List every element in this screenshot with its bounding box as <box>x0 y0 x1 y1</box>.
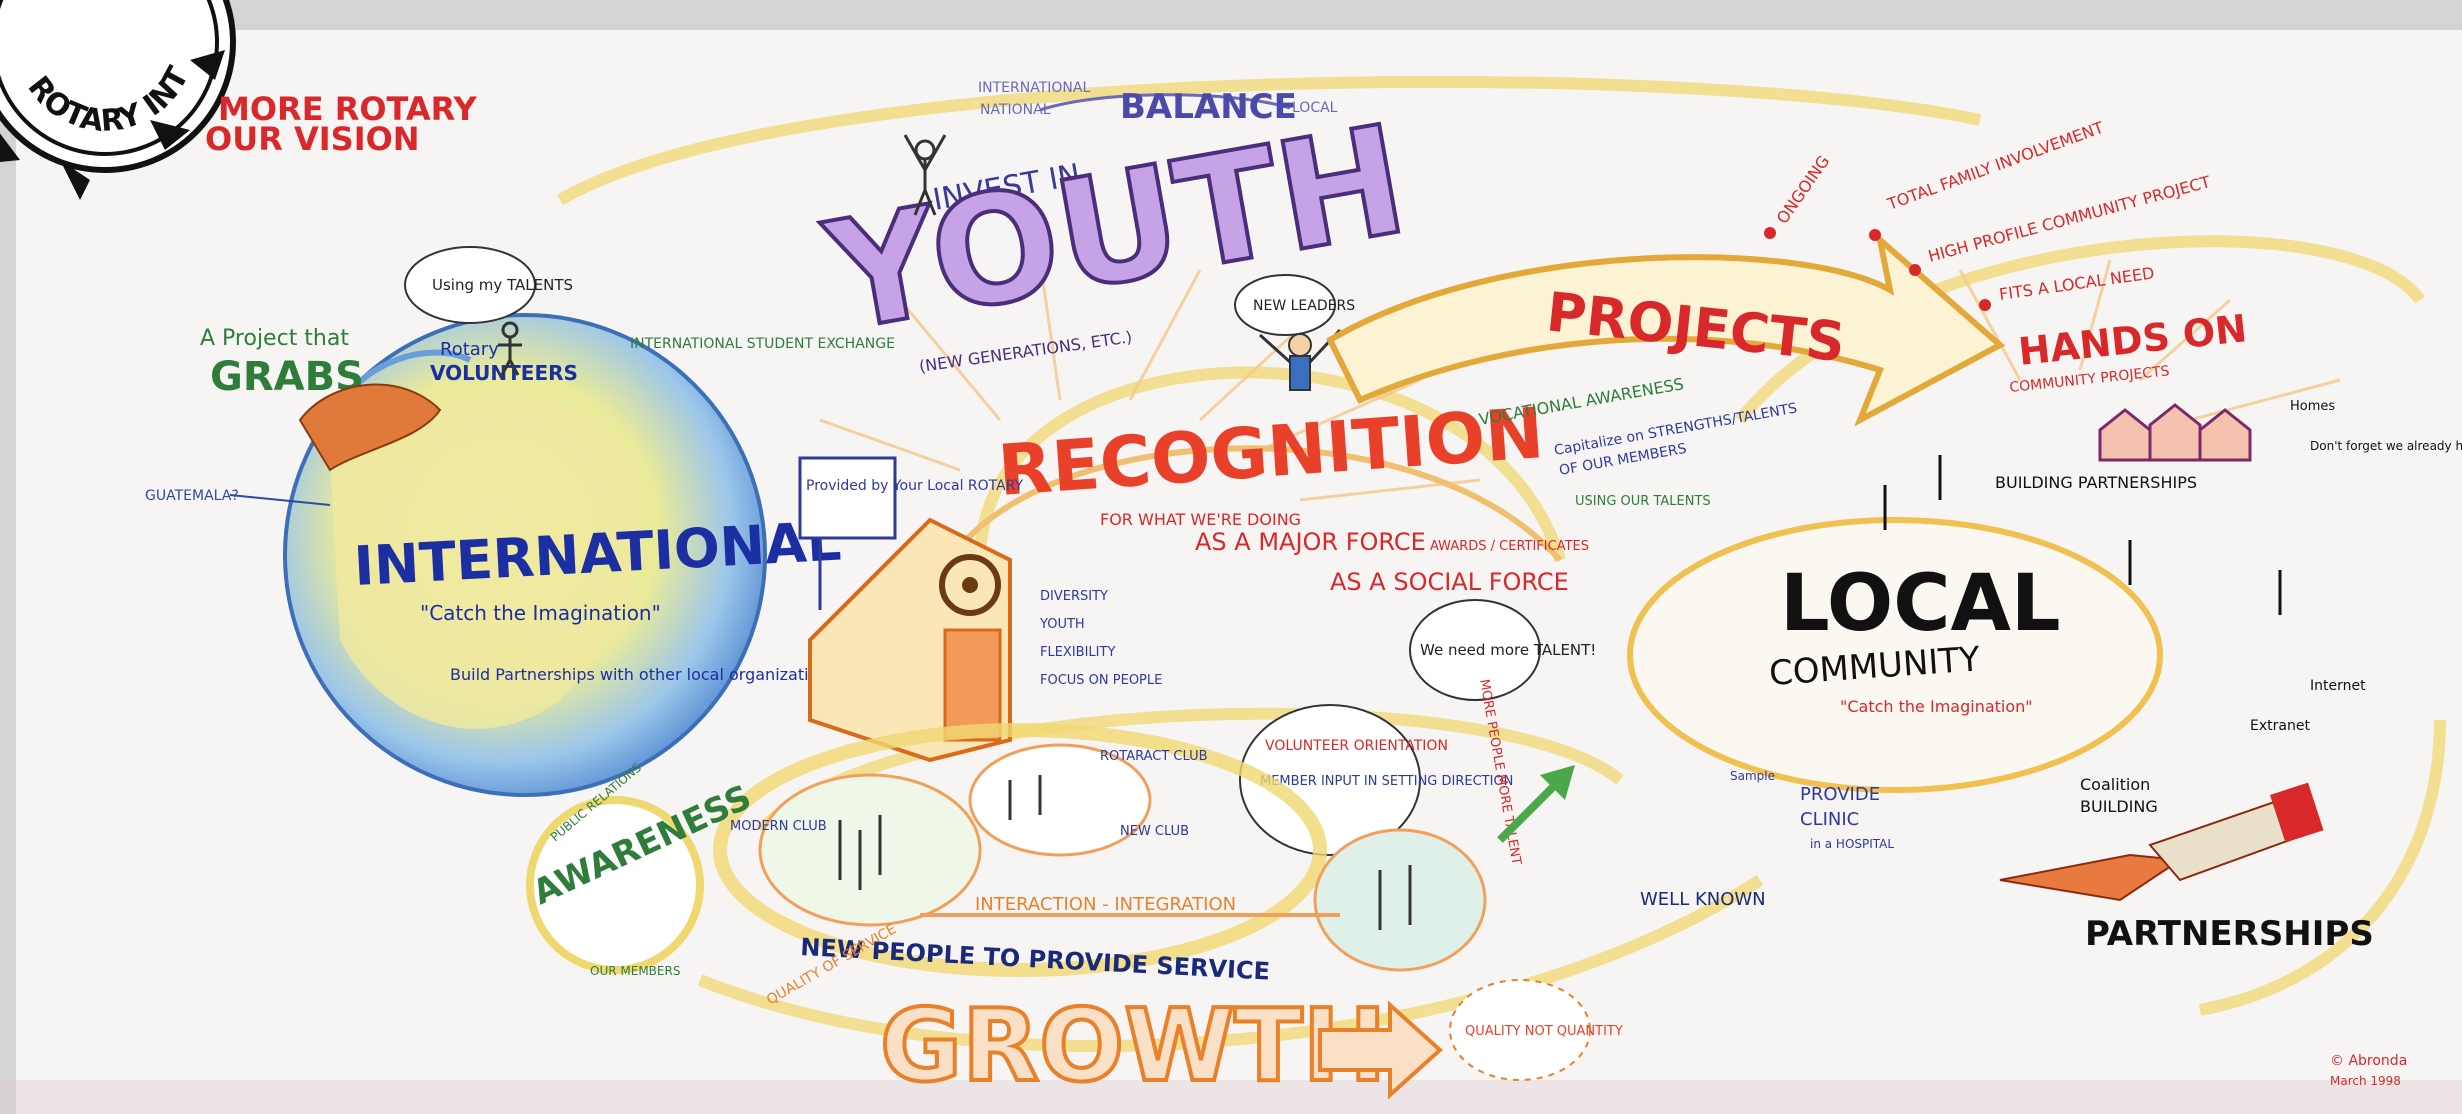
modern-club-label: MODERN CLUB <box>730 819 827 834</box>
rotaract-club-label: ROTARACT CLUB <box>1100 749 1208 764</box>
recognition-list-3: FOCUS ON PEOPLE <box>1040 673 1162 688</box>
new-leaders-text: NEW LEADERS <box>1253 298 1355 314</box>
interaction-label: INTERACTION - INTEGRATION <box>975 894 1236 915</box>
new-club-label: NEW CLUB <box>1120 824 1189 839</box>
club-figures-icon <box>838 775 1412 930</box>
partnerships-group: PARTNERSHIPS <box>1999 782 2374 954</box>
header-line1: MORE ROTARY <box>218 90 478 128</box>
clinic-line3: in a HOSPITAL <box>1810 837 1894 851</box>
paper-shadow <box>0 1080 2462 1114</box>
growth-title: GROWTH <box>880 987 1386 1104</box>
clinic-line1: PROVIDE <box>1800 784 1880 805</box>
rotary-sign-text: Provided by Your Local ROTARY <box>806 478 1024 494</box>
rotary-wheel-icon <box>939 554 1001 616</box>
local-title1: LOCAL <box>1780 559 2061 649</box>
building-partnerships: BUILDING PARTNERSHIPS <box>1995 473 2197 492</box>
rotary-sign <box>798 456 897 540</box>
rotaract-club-circle <box>968 743 1152 857</box>
local-community-ellipse <box>1627 517 2163 793</box>
recognition-list-0: DIVERSITY <box>1040 589 1108 604</box>
community-figures-icon <box>1883 455 2282 615</box>
quality-bubble <box>1449 979 1591 1081</box>
grabs-line1: A Project that <box>200 326 349 351</box>
houses-icon <box>2098 403 2252 462</box>
local-note: Don't forget we already have some other … <box>2310 439 2462 453</box>
balance-intl: INTERNATIONAL <box>978 80 1090 96</box>
homes-label: Homes <box>2290 399 2335 414</box>
recognition-list-1: YOUTH <box>1039 617 1085 632</box>
sunburst-lines <box>819 259 2341 502</box>
international-globe: INTERNATIONAL "Catch the Imagination" Bu… <box>145 246 895 797</box>
guatemala-label: GUATEMALA? <box>145 488 239 504</box>
talent-bubble <box>404 246 536 324</box>
clubhouse-icon <box>808 517 1012 763</box>
international-subtitle: "Catch the Imagination" <box>420 601 661 625</box>
projects-arrow-icon <box>1326 231 2006 427</box>
recognition-list-2: FLEXIBILITY <box>1040 645 1115 660</box>
exchange-label: INTERNATIONAL STUDENT EXCHANGE <box>630 336 895 352</box>
signature-line2: March 1998 <box>2330 1074 2401 1088</box>
volunteer-orientation-circle <box>1239 704 1421 856</box>
growth-arrow-right-icon <box>1318 1000 1443 1100</box>
grabbing-hand-icon <box>298 383 442 472</box>
sample-label: Sample <box>1730 769 1775 783</box>
member-input-text: MEMBER INPUT IN SETTING DIRECTION <box>1260 774 1513 789</box>
recognition-group: RECOGNITION FOR WHAT WE'RE DOING AS A MA… <box>713 392 1766 977</box>
recognition-list: DIVERSITY YOUTH FLEXIBILITY FOCUS ON PEO… <box>1039 589 1162 688</box>
awareness-outer-bottom: OUR MEMBERS <box>590 964 680 978</box>
youth-figure-icon <box>903 134 947 216</box>
social-force: AS A SOCIAL FORCE <box>1330 568 1569 596</box>
more-talent-text: We need more TALENT! <box>1420 641 1596 659</box>
partnerships-title: PARTNERSHIPS <box>2085 914 2374 954</box>
awards-label: AWARDS / CERTIFICATES <box>1430 539 1589 554</box>
header-line2: OUR VISION <box>205 120 420 158</box>
coalition-line2: BUILDING <box>2080 797 2158 816</box>
volunteer-orientation-text: VOLUNTEER ORIENTATION <box>1265 738 1448 754</box>
local-subtitle: "Catch the Imagination" <box>1840 697 2033 716</box>
volunteers-line1: Rotary <box>440 339 499 360</box>
extranet-label: Extranet <box>2250 718 2310 734</box>
balance-local: LOCAL <box>1292 100 1338 116</box>
international-note: Build Partnerships with other local orga… <box>450 665 837 684</box>
awareness-circle <box>526 796 704 974</box>
local-community-group: LOCAL COMMUNITY "Catch the Imagination" … <box>1627 399 2462 851</box>
coalition-line1: Coalition <box>2080 775 2150 794</box>
signature-line1: © Abronda <box>2330 1053 2407 1069</box>
talent-bubble-text: Using my TALENTS <box>432 276 573 294</box>
balance-label: BALANCE <box>1120 87 1297 127</box>
balance-national: NATIONAL <box>980 102 1051 118</box>
quality-bubble-text: QUALITY NOT QUANTITY <box>1465 1024 1623 1039</box>
new-leaders-bubble <box>1234 274 1336 336</box>
major-force: AS A MAJOR FORCE <box>1195 528 1426 556</box>
volunteer-figure-icon <box>498 321 522 376</box>
balance-group: BALANCE INTERNATIONAL NATIONAL LOCAL <box>978 80 1338 127</box>
growth-arrow-icon <box>1497 777 1563 843</box>
more-talent-bubble <box>1409 599 1541 701</box>
modern-club-circle <box>758 773 982 927</box>
vocational-line3: USING OUR TALENTS <box>1575 494 1711 509</box>
well-known-label: WELL KNOWN <box>1640 889 1766 910</box>
clinic-line2: CLINIC <box>1800 809 1859 830</box>
rotary-seal: ROTARY INTERNATIONAL <box>0 0 236 200</box>
internet-label: Internet <box>2310 678 2366 694</box>
recognition-sub: FOR WHAT WE'RE DOING <box>1100 510 1301 529</box>
well-known-circle <box>1313 828 1487 972</box>
